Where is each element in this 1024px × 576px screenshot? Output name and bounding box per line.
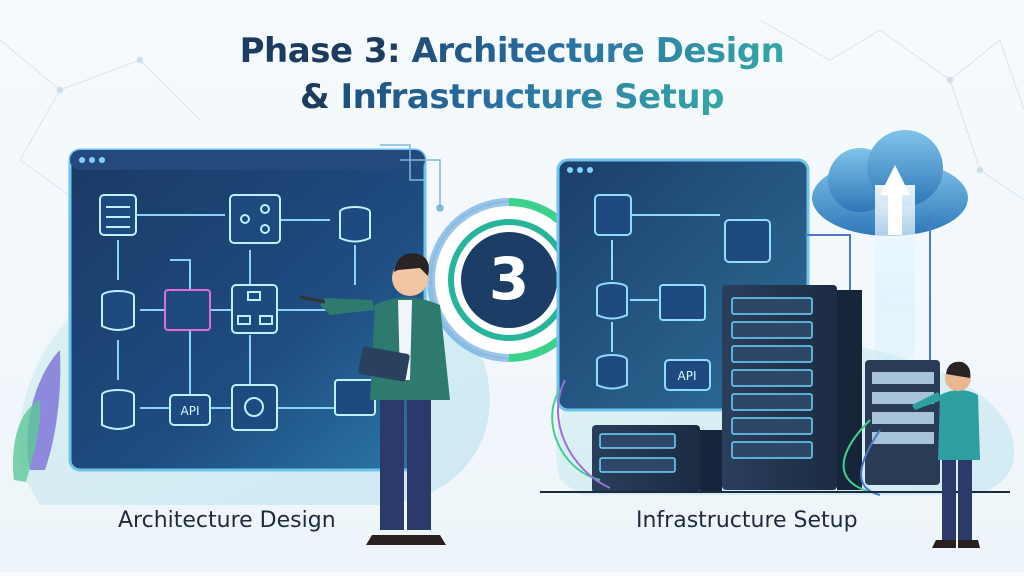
architecture-screen: API: [68, 148, 427, 472]
page-title: Phase 3: Architecture Design & Infrastru…: [0, 28, 1024, 120]
title-line-1: Phase 3: Architecture Design: [0, 28, 1024, 74]
server-rack-main: [722, 285, 862, 490]
title-highlight: Architecture Design: [411, 31, 785, 71]
api-label-right: API: [678, 369, 697, 383]
title-prefix-2: &: [300, 77, 341, 117]
network-switch-rack: [865, 360, 940, 485]
architect-person: [299, 253, 450, 545]
network-background: [0, 19, 1024, 211]
firewall-icon: [164, 289, 211, 331]
title-highlight-2: Infrastructure Setup: [340, 77, 725, 117]
window-icon: [334, 379, 376, 416]
api-label: API: [181, 404, 200, 418]
api-icon: [169, 394, 211, 426]
server-icon: [99, 194, 137, 236]
title-prefix: Phase 3:: [239, 31, 412, 71]
infrastructure-caption: Infrastructure Setup: [636, 508, 858, 533]
architecture-caption: Architecture Design: [118, 508, 336, 533]
server-rack-small: [592, 425, 722, 493]
title-line-2: & Infrastructure Setup: [0, 74, 1024, 120]
share-icon: [229, 194, 281, 244]
engineer-person: [912, 361, 980, 548]
